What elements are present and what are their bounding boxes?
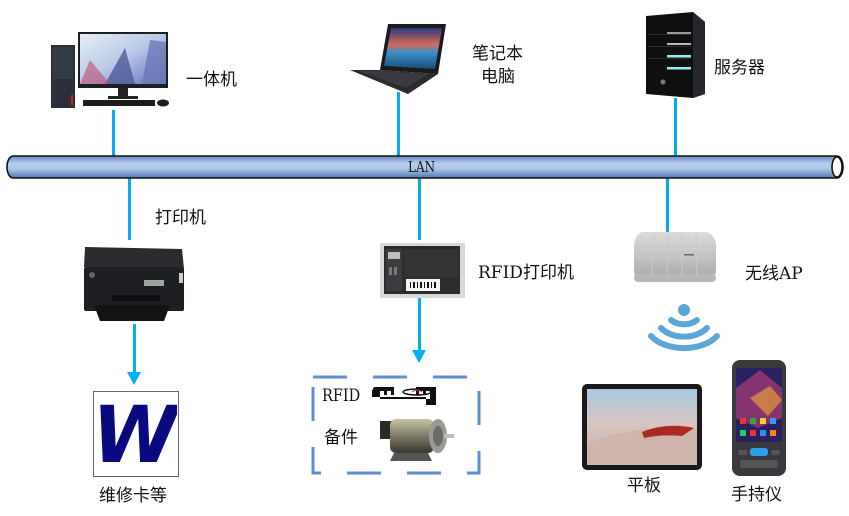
rfid-printer-to-parts-connector bbox=[418, 298, 421, 354]
rfid-printer-label: RFID打印机 bbox=[478, 263, 574, 283]
arrow-down-icon bbox=[127, 372, 141, 386]
rfid-parts-label-line1: RFID bbox=[322, 386, 361, 406]
server-connector bbox=[674, 98, 677, 158]
word-document-icon: W bbox=[93, 391, 179, 477]
label-printer-icon bbox=[380, 243, 465, 298]
repair-card-label: 维修卡等 bbox=[99, 486, 167, 506]
laptop-label-line2: 电脑 bbox=[481, 67, 515, 87]
rfid-parts-label-line2: 备件 bbox=[324, 428, 358, 448]
server-label: 服务器 bbox=[714, 58, 765, 78]
tablet-icon bbox=[582, 384, 702, 472]
printer-label: 打印机 bbox=[155, 208, 206, 228]
laptop-icon bbox=[348, 22, 448, 96]
printer-to-card-connector bbox=[133, 324, 136, 376]
tablet-label: 平板 bbox=[627, 476, 661, 496]
wireless-access-point-icon bbox=[632, 230, 718, 284]
wifi-signal-icon bbox=[648, 302, 720, 354]
rfid-printer-connector bbox=[418, 176, 421, 240]
lan-bus: LAN bbox=[5, 155, 845, 179]
ap-connector bbox=[666, 176, 669, 232]
desktop-label: 一体机 bbox=[186, 70, 237, 90]
rfid-parts-group bbox=[311, 375, 481, 475]
desktop-connector bbox=[112, 110, 115, 158]
server-tower-icon bbox=[645, 10, 707, 98]
handheld-label: 手持仪 bbox=[731, 485, 782, 505]
wireless-ap-label: 无线AP bbox=[745, 264, 803, 284]
word-glyph: W bbox=[94, 392, 177, 475]
arrow-down-icon bbox=[412, 350, 426, 364]
printer-connector bbox=[128, 176, 131, 240]
desktop-computer-icon bbox=[50, 30, 175, 112]
rfid-tag-motor-icon bbox=[372, 383, 462, 465]
lan-label: LAN bbox=[408, 158, 436, 176]
laptop-label-line1: 笔记本 bbox=[472, 44, 523, 64]
handheld-terminal-icon bbox=[730, 358, 788, 478]
printer-icon bbox=[82, 245, 187, 323]
laptop-connector bbox=[397, 92, 400, 158]
